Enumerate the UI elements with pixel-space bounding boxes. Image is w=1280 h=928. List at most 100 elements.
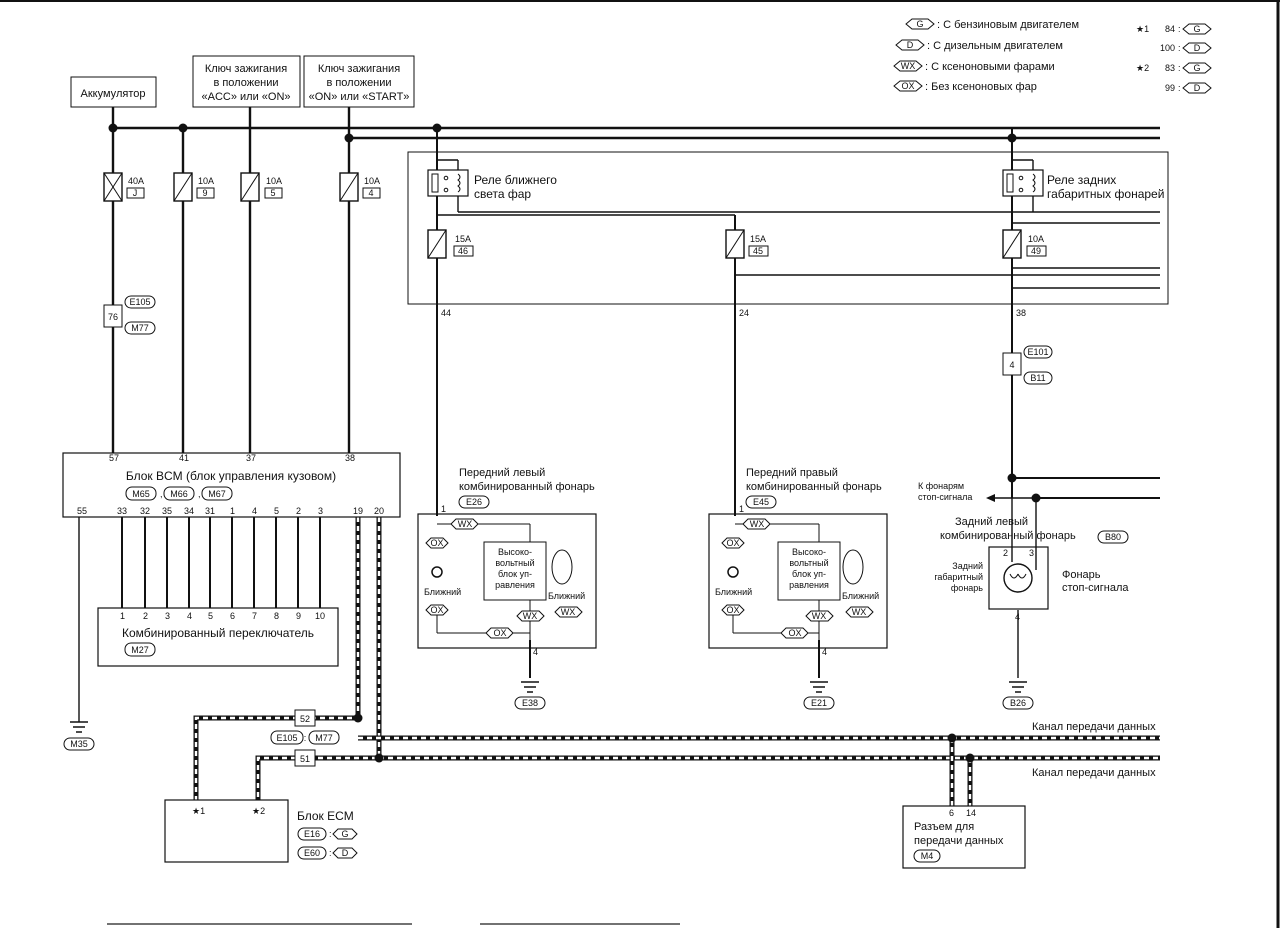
svg-text:D: D (1194, 43, 1201, 53)
svg-text:OX: OX (788, 628, 801, 638)
svg-text:G: G (916, 19, 923, 29)
ground-m35: M35 (63, 721, 95, 751)
svg-text:51: 51 (300, 754, 310, 764)
svg-text:G: G (1193, 63, 1200, 73)
svg-text:WX: WX (523, 611, 538, 621)
front-left-lamp: Передний левый комбинированный фонарь E2… (417, 467, 597, 657)
wiring-lines (78, 107, 1169, 722)
svg-text:равления: равления (495, 580, 535, 590)
svg-text:M4: M4 (921, 851, 934, 861)
svg-text:Задний левый: Задний левый (955, 516, 1028, 528)
svg-text:M35: M35 (70, 739, 88, 749)
legend-note-2: ★2 83 : G 99 : D (1136, 62, 1212, 94)
svg-text:D: D (1194, 83, 1201, 93)
svg-text:OX: OX (726, 538, 739, 548)
svg-text:14: 14 (966, 808, 976, 818)
connector-rear-4: 4 E101 B11 (1002, 345, 1053, 385)
legend-item-ox: OX : Без ксеноновых фар (893, 80, 1037, 93)
svg-text:35: 35 (162, 506, 172, 516)
svg-text:10: 10 (315, 611, 325, 621)
svg-text:55: 55 (77, 506, 87, 516)
svg-text:вольтный: вольтный (495, 558, 534, 568)
svg-text::: : (329, 829, 332, 839)
svg-text:E21: E21 (811, 698, 827, 708)
svg-text:7: 7 (252, 611, 257, 621)
svg-text:OX: OX (430, 605, 443, 615)
svg-text:3: 3 (318, 506, 323, 516)
wire-number-24: 24 (739, 308, 749, 318)
svg-text:Реле ближнего: Реле ближнего (474, 173, 557, 187)
svg-text:Блок ECM: Блок ECM (297, 809, 354, 823)
ground-b26: B26 (1002, 681, 1034, 710)
svg-text:комбинированный фонарь: комбинированный фонарь (459, 481, 595, 493)
svg-text:32: 32 (140, 506, 150, 516)
svg-text:1: 1 (120, 611, 125, 621)
svg-text:31: 31 (205, 506, 215, 516)
legend-item-wx: WX : С ксеноновыми фарами (893, 60, 1055, 73)
svg-text:в положении: в положении (213, 77, 278, 89)
svg-text:5: 5 (208, 611, 213, 621)
svg-text:M67: M67 (208, 489, 226, 499)
svg-text:WX: WX (561, 607, 576, 617)
svg-text:WX: WX (458, 519, 473, 529)
svg-text:Разъем для: Разъем для (914, 821, 974, 833)
svg-text:2: 2 (1003, 548, 1008, 558)
wire-number-44: 44 (441, 308, 451, 318)
ignition-acc-source: Ключ зажигания в положении «ACC» или «ON… (192, 55, 301, 108)
svg-text:габаритный: габаритный (934, 572, 983, 582)
svg-text:«ACC» или «ON»: «ACC» или «ON» (201, 91, 290, 103)
svg-text:5: 5 (270, 188, 275, 198)
ignition-start-source: Ключ зажигания в положении «ON» или «STA… (303, 55, 415, 108)
svg-text:83: 83 (1165, 63, 1175, 73)
svg-text:,: , (198, 489, 201, 499)
svg-text:света фар: света фар (474, 187, 531, 201)
svg-text:OX: OX (726, 605, 739, 615)
svg-text::: : (1178, 24, 1181, 34)
svg-text:★1: ★1 (192, 806, 205, 816)
bcm-module: 57 41 37 38 Блок BCM (блок управления ку… (62, 452, 401, 518)
bcm-bottom-pins: 55 33 32 35 34 31 1 4 5 2 3 19 20 (77, 506, 384, 516)
svg-text:комбинированный фонарь: комбинированный фонарь (940, 530, 1076, 542)
front-right-lamp: Передний правый комбинированный фонарь E… (708, 467, 888, 657)
svg-text:4: 4 (1009, 360, 1014, 370)
svg-text:E16: E16 (304, 829, 320, 839)
svg-text:★2: ★2 (252, 806, 265, 816)
svg-text:Канал передачи данных: Канал передачи данных (1032, 721, 1156, 733)
stop-lamp-arrow: К фонарям стоп-сигнала (918, 481, 995, 502)
svg-text:38: 38 (345, 453, 355, 463)
connector-can-joint: 52 51 E105 : M77 (270, 709, 340, 767)
svg-text:15A: 15A (455, 234, 471, 244)
svg-text:Комбинированный переключатель: Комбинированный переключатель (122, 626, 314, 640)
svg-text:19: 19 (353, 506, 363, 516)
svg-text:1: 1 (230, 506, 235, 516)
svg-text:D: D (907, 40, 914, 50)
svg-text::: : (1178, 43, 1181, 53)
svg-text:37: 37 (246, 453, 256, 463)
data-link-connector: Канал передачи данных Канал передачи дан… (902, 721, 1156, 869)
svg-text:: Без ксеноновых фар: : Без ксеноновых фар (925, 81, 1037, 93)
tail-lamp-relay: Реле задних габаритных фонарей (1002, 169, 1164, 201)
svg-text:: С ксеноновыми фарами: : С ксеноновыми фарами (925, 61, 1055, 73)
ground-e21: E21 (803, 681, 835, 710)
svg-text::: : (1178, 63, 1181, 73)
svg-text:WX: WX (750, 519, 765, 529)
fuse-46: 15A 46 (427, 229, 474, 259)
svg-text:9: 9 (202, 188, 207, 198)
legend-item-g: G : С бензиновым двигателем (905, 18, 1079, 31)
ground-e38: E38 (514, 681, 546, 710)
svg-text:1: 1 (739, 504, 744, 514)
svg-text::: : (1178, 83, 1181, 93)
svg-text:E26: E26 (466, 497, 482, 507)
svg-text:4: 4 (533, 647, 538, 657)
svg-text:фонарь: фонарь (951, 583, 983, 593)
svg-text:: С бензиновым двигателем: : С бензиновым двигателем (937, 19, 1079, 31)
svg-text:«ON» или «START»: «ON» или «START» (309, 91, 410, 103)
svg-text:45: 45 (753, 246, 763, 256)
svg-text:76: 76 (108, 312, 118, 322)
svg-text:Ключ зажигания: Ключ зажигания (318, 63, 400, 75)
svg-text:габаритных фонарей: габаритных фонарей (1047, 187, 1164, 201)
svg-text:6: 6 (949, 808, 954, 818)
battery-source: Аккумулятор (70, 76, 157, 108)
svg-text:,: , (160, 489, 163, 499)
fuse-9: 10A 9 (173, 172, 215, 202)
